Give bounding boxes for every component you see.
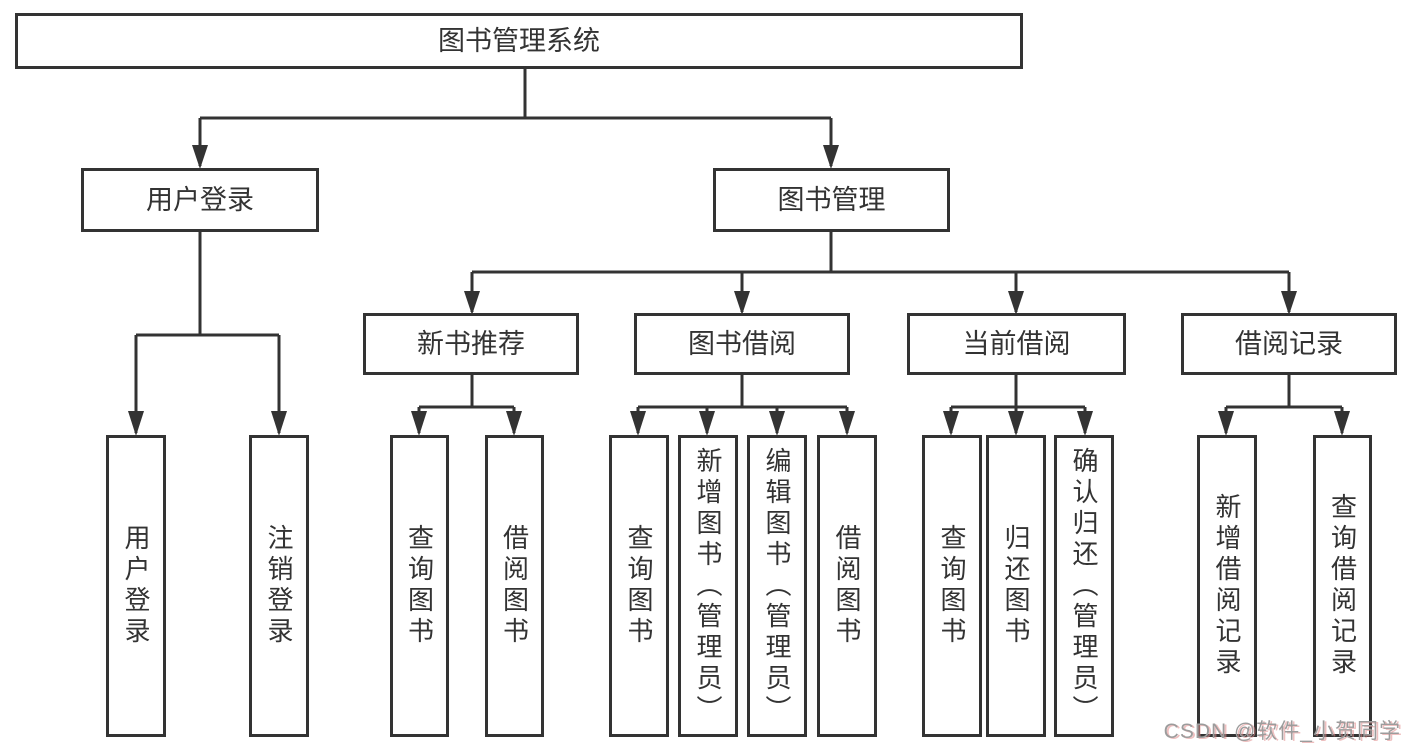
arrowheads [128,145,1350,436]
node-confirm-return-admin: 确认归还（管理员） [1054,435,1114,737]
node-add-borrow-record: 新增借阅记录 [1197,435,1257,737]
node-book-borrow: 图书借阅 [634,313,850,375]
connector-newbook-to-leaves [417,375,516,433]
node-logout-action: 注销登录 [249,435,309,737]
node-add-book-admin: 新增图书（管理员） [678,435,738,737]
node-user-login-action: 用户登录 [106,435,166,737]
node-user-login: 用户登录 [81,168,319,232]
node-query-borrow-record: 查询借阅记录 [1313,435,1372,737]
connector-bookborrow-to-leaves [636,375,849,433]
node-borrow-book: 借阅图书 [817,435,877,737]
node-library-management-system: 图书管理系统 [15,13,1023,69]
node-borrow-query-book: 查询图书 [609,435,669,737]
node-recommend-query-book: 查询图书 [390,435,449,737]
connector-records-to-leaves [1224,375,1344,433]
node-current-query-book: 查询图书 [922,435,982,737]
node-recommend-borrow-book: 借阅图书 [485,435,544,737]
node-edit-book-admin: 编辑图书（管理员） [747,435,807,737]
connector-root-to-level2 [198,69,833,166]
node-book-management: 图书管理 [713,168,950,232]
node-current-borrow: 当前借阅 [907,313,1126,375]
node-new-book-recommend: 新书推荐 [363,313,579,375]
node-return-book: 归还图书 [986,435,1046,737]
csdn-watermark: CSDN @软件_小贺同学 [1163,720,1401,743]
node-borrow-records: 借阅记录 [1181,313,1397,375]
connector-bookmgmt-to-level3 [470,232,1291,312]
connector-userlogin-to-leaves [134,232,281,433]
